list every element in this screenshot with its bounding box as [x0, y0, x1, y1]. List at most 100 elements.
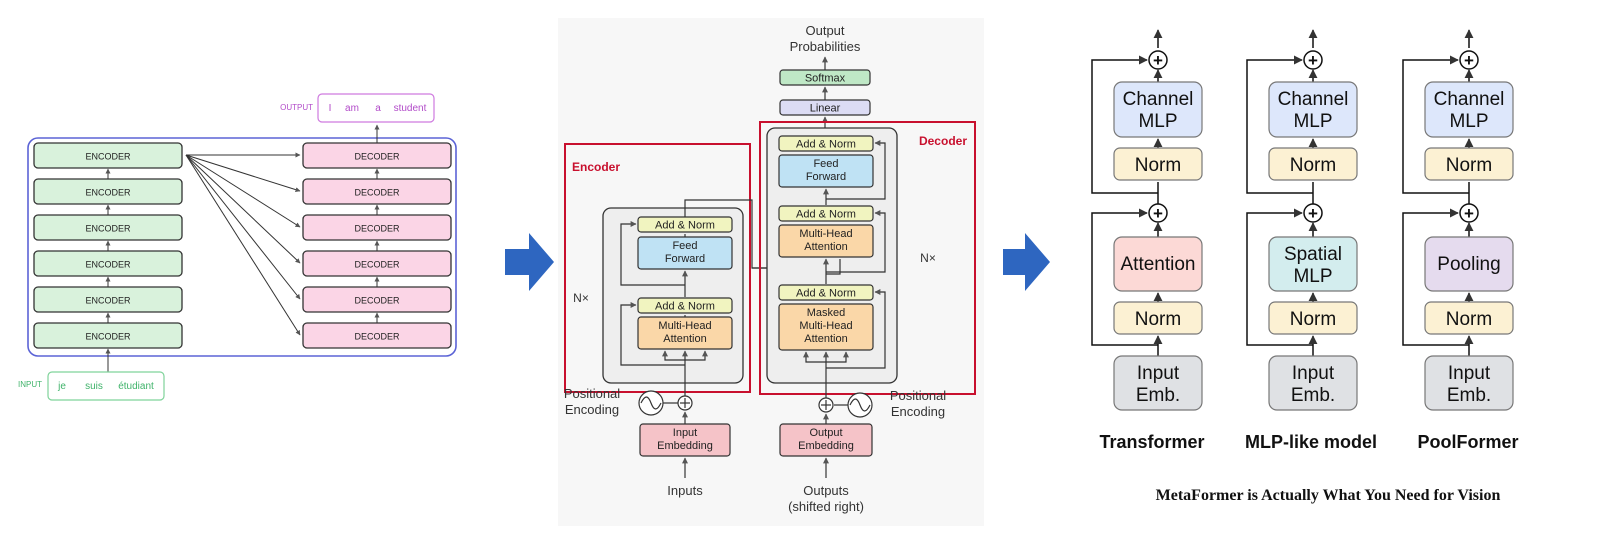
channel-mlp-label: MLP	[1449, 111, 1488, 132]
encoder-block: ENCODER	[33, 250, 183, 277]
output-word: student	[394, 103, 427, 114]
plus-sign: +	[1308, 204, 1318, 223]
decoder-block: DECODER	[302, 250, 452, 277]
input-word: je	[57, 381, 66, 392]
norm-label: Norm	[1446, 309, 1492, 330]
encoder-to-decoder-arrows	[185, 152, 301, 336]
pooling-block	[1424, 236, 1514, 292]
encoder-column: ENCODER ENCODER ENCODER ENCODER ENCODER …	[33, 142, 183, 372]
positional-encoding-label: Encoding	[565, 402, 619, 417]
input-emb-block	[1113, 355, 1203, 411]
plus-circle-icon	[1148, 203, 1168, 223]
decoder-label: DECODER	[354, 188, 400, 198]
output-word: I	[329, 103, 332, 114]
output-word: a	[375, 103, 381, 114]
mha-label: Multi-Head	[658, 320, 711, 332]
feed-forward-box	[778, 154, 874, 188]
norm-block	[1424, 147, 1514, 181]
encoder-title: Encoder	[572, 160, 620, 174]
spatial-mlp-label: MLP	[1293, 266, 1332, 287]
attention-label: Attention	[1121, 254, 1196, 275]
add-norm-label: Add & Norm	[796, 209, 856, 221]
mha-label: Attention	[804, 241, 847, 253]
input-emb-label: Input	[1448, 363, 1491, 384]
plus-circle-icon	[1303, 203, 1323, 223]
plus-sign: +	[1153, 204, 1163, 223]
input-emb-label: Input	[1292, 363, 1335, 384]
plus-circle-icon	[1459, 50, 1479, 70]
output-sentence: I am a student	[329, 103, 427, 114]
encoder-label: ENCODER	[85, 188, 131, 198]
metaformer-panel: + Channel MLP Norm + Attention Norm Inpu…	[1091, 29, 1519, 504]
add-norm-box	[778, 284, 874, 301]
plus-sign: +	[1153, 51, 1163, 70]
output-word: am	[345, 103, 359, 114]
plus-circle-icon	[1459, 203, 1479, 223]
input-word: suis	[85, 381, 103, 392]
norm-label: Norm	[1135, 155, 1181, 176]
encoder-label: ENCODER	[85, 260, 131, 270]
encoder-label: ENCODER	[85, 152, 131, 162]
encoder-nx-label: N×	[573, 291, 589, 305]
positional-encoding-label: Positional	[564, 386, 620, 401]
mha-label: Attention	[663, 333, 706, 345]
decoder-block: DECODER	[302, 142, 452, 169]
feed-forward-label: Feed	[813, 158, 838, 170]
spatial-mlp-label: Spatial	[1284, 244, 1342, 265]
encoder-block: ENCODER	[33, 286, 183, 313]
outputs-label: Outputs	[803, 483, 849, 498]
output-embedding-label: Embedding	[798, 440, 854, 452]
decoder-frame	[759, 121, 976, 395]
masked-mha-label: Multi-Head	[799, 320, 852, 332]
decoder-block: DECODER	[302, 322, 452, 349]
add-norm-label: Add & Norm	[796, 288, 856, 300]
plus-sign: +	[1464, 204, 1474, 223]
encoder-block: ENCODER	[33, 178, 183, 205]
mlp-like-column: + Channel MLP Norm + Spatial MLP Norm In…	[1245, 29, 1377, 452]
linear-label: Linear	[810, 103, 841, 115]
output-probabilities-label: Output	[805, 23, 844, 38]
decoder-label: DECODER	[354, 296, 400, 306]
channel-mlp-label: Channel	[1278, 89, 1349, 110]
poolformer-column: + Channel MLP Norm + Pooling Norm Input …	[1402, 29, 1519, 452]
add-norm-box	[778, 135, 874, 152]
add-norm-label: Add & Norm	[796, 139, 856, 151]
norm-label: Norm	[1290, 155, 1336, 176]
input-tag: INPUT	[18, 380, 42, 389]
model-name-label: PoolFormer	[1417, 432, 1518, 452]
outputs-label: (shifted right)	[788, 499, 864, 514]
output-sentence-box	[317, 93, 435, 123]
norm-label: Norm	[1135, 309, 1181, 330]
transformer-architecture-panel: Output Probabilities Softmax Linear Enco…	[558, 18, 984, 526]
input-emb-block	[1424, 355, 1514, 411]
encoder-label: ENCODER	[85, 296, 131, 306]
decoder-column: DECODER DECODER DECODER DECODER DECODER …	[302, 124, 452, 349]
input-embedding-label: Input	[673, 427, 697, 439]
encoder-frame	[564, 143, 751, 393]
positional-encoding-label: Positional	[890, 388, 946, 403]
inputs-label: Inputs	[667, 483, 703, 498]
decoder-label: DECODER	[354, 224, 400, 234]
plus-circle-icon	[1148, 50, 1168, 70]
add-norm-box	[637, 297, 733, 314]
decoder-block: DECODER	[302, 178, 452, 205]
add-norm-box	[778, 205, 874, 222]
input-sentence-box	[47, 371, 165, 401]
input-emb-label: Input	[1137, 363, 1180, 384]
add-norm-label: Add & Norm	[655, 220, 715, 232]
channel-mlp-label: MLP	[1138, 111, 1177, 132]
stack-outline	[27, 137, 457, 357]
norm-block	[1424, 301, 1514, 335]
add-norm-label: Add & Norm	[655, 301, 715, 313]
encoder-block: ENCODER	[33, 142, 183, 169]
input-embedding-box	[639, 423, 731, 457]
softmax-label: Softmax	[805, 73, 846, 85]
output-tag: OUTPUT	[280, 103, 313, 112]
encoder-label: ENCODER	[85, 332, 131, 342]
input-word: étudiant	[118, 381, 154, 392]
encoder-label: ENCODER	[85, 224, 131, 234]
decoder-block: DECODER	[302, 214, 452, 241]
spatial-mlp-block	[1268, 236, 1358, 292]
decoder-nx-label: N×	[920, 251, 936, 265]
